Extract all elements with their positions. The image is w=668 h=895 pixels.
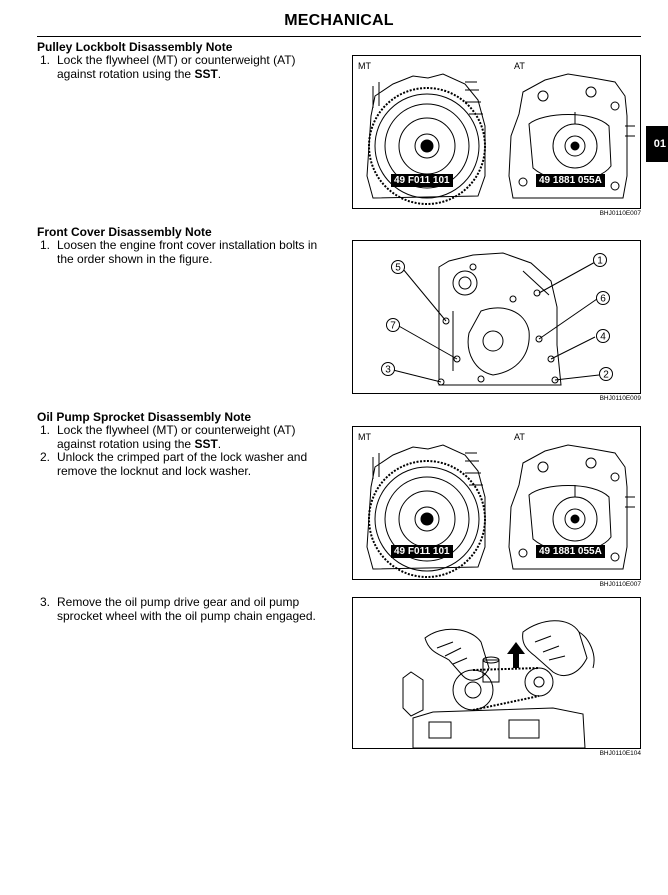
step-text: Unlock the crimped part of the lock wash… [57,450,308,478]
step-text: Remove the oil pump drive gear and oil p… [57,595,316,623]
sst-mt-tag: 49 F011 101 [391,174,453,187]
page-header: MECHANICAL [37,10,641,37]
at-label: AT [514,61,525,71]
flywheel-counterweight-drawing-2 [366,444,635,578]
at-label: AT [514,432,525,442]
section-title-front-cover: Front Cover Disassembly Note [37,225,212,239]
oil-pump-removal-drawing [402,620,595,748]
figure-front-cover-bolts: 1 2 3 4 5 6 7 [352,240,641,394]
step-pulley-1: 1. Lock the flywheel (MT) or counterweig… [40,53,330,81]
section-tab: 01 [646,126,668,162]
step-text-end: . [217,437,222,451]
callout-4: 4 [596,329,610,343]
step-number: 1. [40,238,51,252]
step-number: 1. [40,53,51,67]
figure-code-4: BHJ0110E104 [599,750,641,757]
step-number: 3. [40,595,51,609]
figure-code-1: BHJ0110E007 [599,210,641,217]
step-oil-pump-2: 2. Unlock the crimped part of the lock w… [40,450,330,478]
figure-flywheel-counterweight-2: MT AT 49 F011 101 49 1881 055A [352,426,641,580]
svg-text:3: 3 [385,365,391,376]
sst-bold: SST [194,437,218,451]
callout-7: 7 [386,318,400,332]
figure-oil-pump-removal [352,597,641,749]
step-oil-pump-1: 1. Lock the flywheel (MT) or counterweig… [40,423,330,451]
sst-at-tag: 49 1881 055A [536,174,605,187]
section-title-pulley-lockbolt: Pulley Lockbolt Disassembly Note [37,40,233,54]
svg-text:7: 7 [390,321,396,332]
mt-label: MT [358,432,371,442]
step-number: 1. [40,423,51,437]
lift-arrow-icon [507,642,525,668]
callout-2: 2 [599,367,613,381]
svg-text:2: 2 [603,370,609,381]
sst-bold: SST [194,67,218,81]
callout-5: 5 [391,260,405,274]
callout-6: 6 [596,291,610,305]
step-text: Lock the flywheel (MT) or counterweight … [57,53,296,81]
front-cover-drawing [392,252,600,386]
svg-text:4: 4 [600,332,606,343]
figure-flywheel-counterweight-1: MT AT 49 F011 101 49 1881 055A [352,55,641,209]
svg-text:1: 1 [597,256,603,267]
sst-at-tag: 49 1881 055A [536,545,605,558]
bolt-callouts: 1 2 3 4 5 6 7 [381,253,613,381]
step-text: Lock the flywheel (MT) or counterweight … [57,423,296,451]
step-number: 2. [40,450,51,464]
callout-3: 3 [381,362,395,376]
figure-code-3: BHJ0110E007 [599,581,641,588]
figure-code-2: BHJ0110E009 [599,395,641,402]
step-text-end: . [217,67,222,81]
step-text: Loosen the engine front cover installati… [57,238,318,266]
callout-1: 1 [593,253,607,267]
section-title-oil-pump-sprocket: Oil Pump Sprocket Disassembly Note [37,410,252,424]
page-title: MECHANICAL [284,12,394,29]
step-front-cover-1: 1. Loosen the engine front cover install… [40,238,330,266]
step-oil-pump-3: 3. Remove the oil pump drive gear and oi… [40,595,330,623]
svg-text:6: 6 [600,294,606,305]
svg-text:5: 5 [395,263,401,274]
mt-label: MT [358,61,371,71]
sst-mt-tag: 49 F011 101 [391,545,453,558]
